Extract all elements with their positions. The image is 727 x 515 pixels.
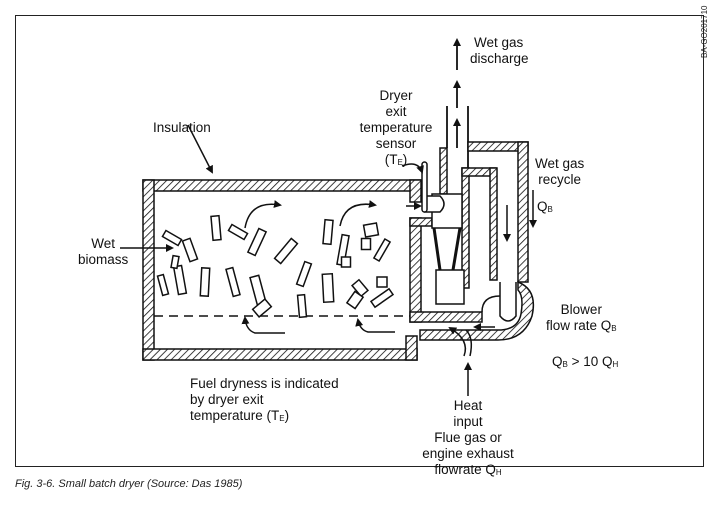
biomass-piece [336, 233, 350, 267]
biomass-piece [161, 229, 183, 247]
biomass-piece [251, 297, 273, 319]
chamber-bottom-wall [142, 348, 418, 361]
biomass-piece [210, 214, 222, 242]
biomass-piece [369, 287, 395, 309]
flow-relation-label: QB > 10 QH [552, 354, 619, 369]
blower-inner-bump [481, 295, 501, 313]
housing-top-wall [409, 217, 433, 227]
flow-arrows [120, 124, 537, 396]
dryer-chamber [142, 179, 422, 361]
figure-caption: Fig. 3-6. Small batch dryer (Source: Das… [15, 478, 243, 490]
sensor-pointer [401, 163, 424, 174]
biomass-piece [362, 222, 380, 238]
biomass-piece [360, 237, 372, 251]
cyclone-housing [409, 147, 498, 323]
chamber-right-upper-wall [409, 179, 422, 203]
biomass-piece [156, 273, 170, 297]
biomass-piece [345, 290, 365, 310]
inner-duct-wall-right [489, 167, 498, 281]
chamber-right-lower-wall [405, 335, 418, 361]
insulation-pointer [187, 124, 213, 174]
biomass-piece [322, 218, 334, 246]
heat-input-curve [448, 326, 467, 357]
biomass-piece [296, 293, 308, 319]
biomass-pieces [156, 214, 395, 319]
wet-gas-discharge-label: Wet gas discharge [470, 35, 529, 66]
biomass-piece [170, 254, 180, 270]
temperature-sensor [421, 161, 428, 213]
return-arrow-2 [355, 318, 395, 333]
discharge-stack-wall [439, 147, 448, 195]
blower-housing [419, 280, 535, 341]
figure-frame [15, 15, 704, 467]
housing-left-wall [409, 217, 422, 323]
figure-code: BA-GO201710 [700, 5, 709, 58]
heat-input-label: Heat input Flue gas or engine exhaust fl… [422, 398, 514, 477]
tumble-arrow-1 [244, 200, 282, 229]
fuel-dryness-label: Fuel dryness is indicated by dryer exit … [190, 376, 339, 423]
biomass-piece [273, 237, 299, 265]
discharge-stack [446, 38, 469, 168]
sensor-label: Dryer exit temperature sensor (TE) [352, 88, 440, 171]
cyclone-cone-left [432, 227, 442, 271]
cyclone-inlet [424, 195, 445, 213]
biomass-piece [321, 272, 335, 304]
fines-bin [435, 269, 465, 305]
sensor-symbol: (TE) [384, 152, 408, 167]
tumble-arrow-2 [339, 200, 377, 227]
biomass-piece [350, 278, 370, 298]
blower-tube [499, 282, 517, 322]
return-arrow-1 [241, 316, 285, 334]
biomass-piece [246, 227, 268, 257]
biomass-piece [199, 267, 211, 297]
biomass-piece [376, 276, 388, 288]
recycle-duct [419, 141, 535, 341]
wet-biomass-label: Wet biomass [78, 236, 129, 267]
biomass-piece [340, 256, 352, 268]
recycle-flow-label: QB [537, 199, 553, 214]
wet-gas-recycle-label: Wet gas recycle [535, 156, 585, 187]
chamber-left-wall [142, 179, 155, 361]
recycle-duct-outer-wall [517, 141, 529, 283]
biomass-piece [227, 223, 249, 241]
insulation-label: Insulation [153, 120, 211, 135]
biomass-piece [295, 260, 313, 288]
biomass-piece [225, 266, 241, 298]
biomass-piece [172, 264, 188, 296]
biomass-piece [181, 237, 199, 263]
blower-label: Blower flow rate QB [546, 302, 617, 333]
housing-bottom-wall [409, 311, 483, 323]
cyclone-cone-right [451, 227, 462, 271]
chamber-top-wall [142, 179, 422, 192]
biomass-piece [372, 237, 392, 263]
cyclone [424, 193, 465, 305]
